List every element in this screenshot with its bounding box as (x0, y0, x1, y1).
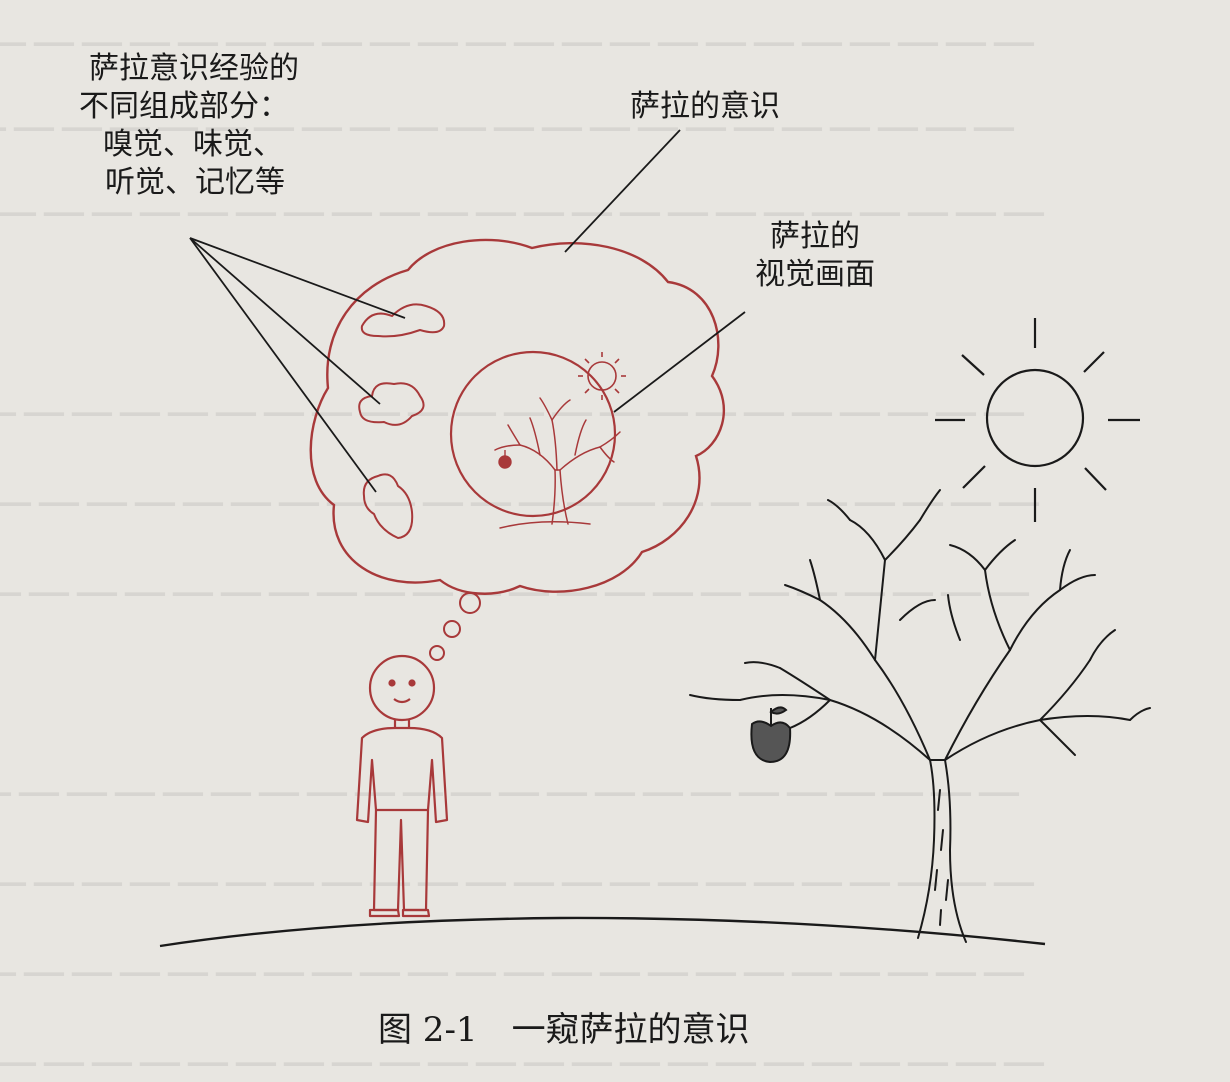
components-label: 萨拉意识经验的 不同组成部分： 嗅觉、味觉、 听觉、记忆等 (79, 50, 299, 202)
leader-lines (189, 129, 746, 493)
figure-title: 一窥萨拉的意识 (511, 1010, 750, 1050)
ground-line (159, 916, 1046, 948)
sarah-figure (355, 654, 449, 918)
consciousness-cloud (309, 238, 726, 595)
consciousness-label: 萨拉的意识 (630, 89, 780, 124)
components-label-line-3: 嗅觉、味觉、 (103, 127, 283, 162)
visual-scene-label-line-2: 视觉画面 (755, 257, 875, 292)
tree-icon (689, 489, 1151, 943)
sun-icon (935, 318, 1140, 522)
inner-tree-icon (494, 397, 621, 529)
thought-bubbles (429, 592, 481, 661)
components-label-line-2: 不同组成部分： (79, 89, 289, 124)
visual-scene-circle (449, 350, 617, 518)
visual-scene-label-line-1: 萨拉的 (770, 219, 860, 254)
figure-caption: 图 2-1 一窥萨拉的意识 (378, 1002, 750, 1051)
components-label-line-1: 萨拉意识经验的 (89, 51, 299, 86)
figure-number: 图 2-1 (378, 1010, 478, 1050)
visual-scene-label: 萨拉的 视觉画面 (755, 218, 875, 294)
experience-blobs (358, 303, 446, 540)
inner-apple-icon (498, 450, 512, 469)
components-label-line-4: 听觉、记忆等 (105, 165, 285, 200)
apple-icon (750, 706, 792, 764)
inner-sun-icon (578, 352, 626, 400)
